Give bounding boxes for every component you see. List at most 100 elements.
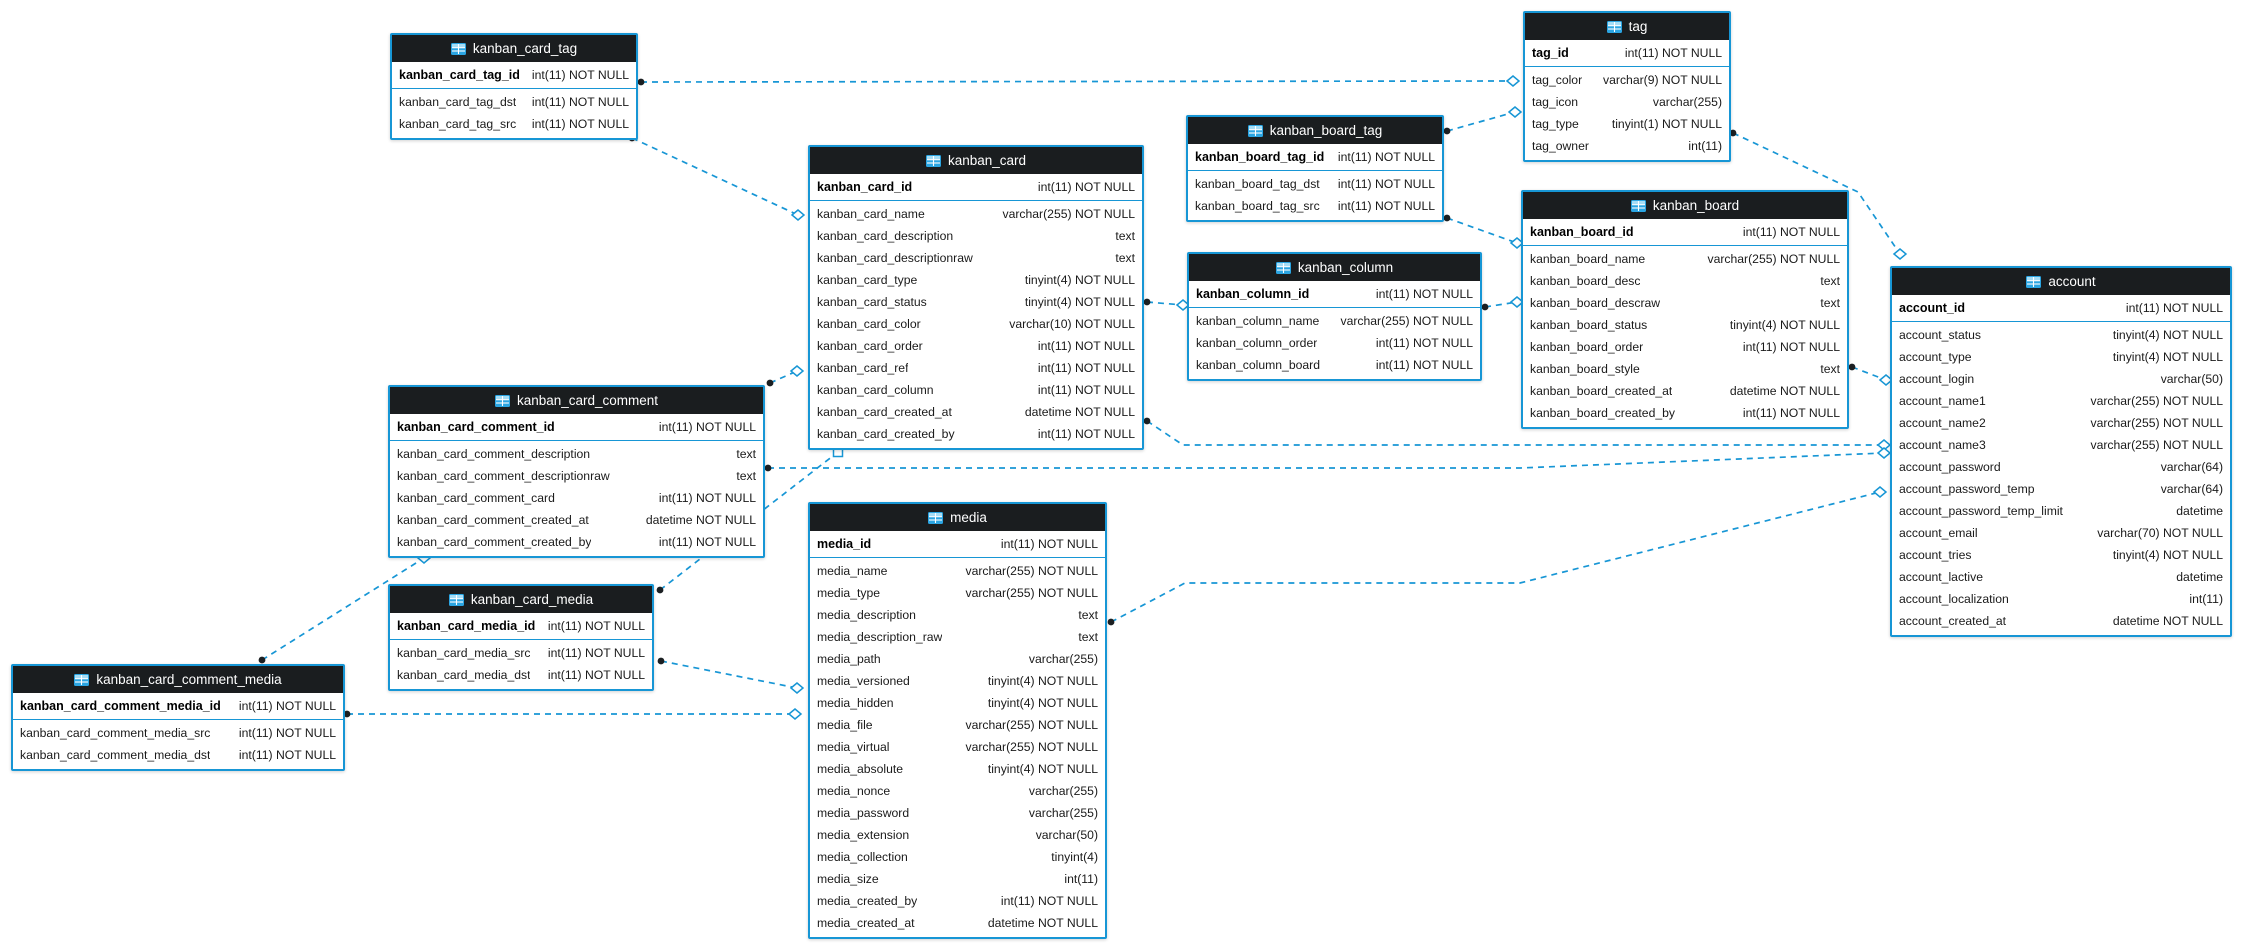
column-row: kanban_card_tag_dst int(11) NOT NULL <box>392 91 636 113</box>
db-table-kanban_card_comment[interactable]: kanban_card_comment kanban_card_comment_… <box>388 385 765 558</box>
relationship-kanban_card_tag-to-tag[interactable] <box>637 75 1521 87</box>
column-row: kanban_card_tag_id int(11) NOT NULL <box>392 62 636 88</box>
table-title: kanban_card_media <box>470 592 594 607</box>
column-type: tinyint(4) NOT NULL <box>2112 328 2223 342</box>
relationship-kanban_card_comment-to-account[interactable] <box>764 447 1892 472</box>
column-type: int(11) <box>1688 139 1722 153</box>
table-rows: kanban_board_tag_dst int(11) NOT NULL ka… <box>1188 171 1442 220</box>
column-type: text <box>1078 630 1098 644</box>
column-name: kanban_board_desc <box>1530 274 1641 288</box>
column-type: datetime <box>2176 504 2223 518</box>
column-row: kanban_card_comment_media_id int(11) NOT… <box>13 693 343 719</box>
relationship-media-to-account[interactable] <box>1107 486 1888 626</box>
table-header[interactable]: kanban_card_media <box>390 586 652 613</box>
column-type: int(11) NOT NULL <box>238 726 336 740</box>
column-name: kanban_board_status <box>1530 318 1648 332</box>
column-type: tinyint(4) NOT NULL <box>2112 350 2223 364</box>
table-header[interactable]: kanban_column <box>1189 254 1480 281</box>
db-table-kanban_card_tag[interactable]: kanban_card_tag kanban_card_tag_id int(1… <box>390 33 638 140</box>
table-header[interactable]: kanban_card <box>810 147 1142 174</box>
column-row: media_description_raw text <box>810 626 1105 648</box>
table-header[interactable]: tag <box>1525 13 1729 40</box>
column-name: kanban_card_column <box>817 383 934 397</box>
table-rows: kanban_card_media_src int(11) NOT NULL k… <box>390 640 652 689</box>
column-name: account_password_temp_limit <box>1899 504 2063 518</box>
column-type: int(11) NOT NULL <box>547 646 645 660</box>
table-rows: kanban_card_comment_media_src int(11) NO… <box>13 720 343 769</box>
column-name: kanban_board_tag_src <box>1195 199 1320 213</box>
table-header[interactable]: kanban_card_comment_media <box>13 666 343 693</box>
column-type: varchar(255) NOT NULL <box>965 586 1098 600</box>
column-name: media_nonce <box>817 784 891 798</box>
column-type: int(11) NOT NULL <box>1037 383 1135 397</box>
column-row: account_tries tinyint(4) NOT NULL <box>1892 544 2230 566</box>
column-row: kanban_card_comment_id int(11) NOT NULL <box>390 414 763 440</box>
table-header[interactable]: kanban_board_tag <box>1188 117 1442 144</box>
table-header[interactable]: account <box>1892 268 2230 295</box>
column-type: int(11) NOT NULL <box>1337 150 1435 164</box>
column-name: media_password <box>817 806 910 820</box>
table-grid-icon <box>1606 20 1622 33</box>
db-table-account[interactable]: account account_id int(11) NOT NULL acco… <box>1890 266 2232 637</box>
db-table-kanban_card[interactable]: kanban_card kanban_card_id int(11) NOT N… <box>808 145 1144 450</box>
table-header[interactable]: kanban_card_comment <box>390 387 763 414</box>
db-table-kanban_board_tag[interactable]: kanban_board_tag kanban_board_tag_id int… <box>1186 115 1444 222</box>
db-table-media[interactable]: media media_id int(11) NOT NULL media_na… <box>808 502 1107 939</box>
connector-end-diamond <box>790 209 806 221</box>
relationship-kanban_card_tag-to-kanban_card[interactable] <box>628 134 806 221</box>
relationship-kanban_board-to-account[interactable] <box>1848 363 1894 386</box>
table-header[interactable]: kanban_card_tag <box>392 35 636 62</box>
column-row: account_email varchar(70) NOT NULL <box>1892 522 2230 544</box>
column-row: kanban_board_style text <box>1523 358 1847 380</box>
db-table-kanban_card_media[interactable]: kanban_card_media kanban_card_media_id i… <box>388 584 654 691</box>
column-type: varchar(255) NOT NULL <box>965 718 1098 732</box>
column-type: int(11) NOT NULL <box>547 619 645 633</box>
table-title: kanban_card_comment <box>516 393 659 408</box>
relationship-kanban_board_tag-to-kanban_board[interactable] <box>1443 214 1525 249</box>
table-grid-icon <box>1630 199 1646 212</box>
column-name: kanban_board_created_by <box>1530 406 1676 420</box>
table-grid-icon <box>448 593 464 606</box>
db-table-kanban_board[interactable]: kanban_board kanban_board_id int(11) NOT… <box>1521 190 1849 429</box>
table-grid-icon <box>450 42 466 55</box>
relationship-kanban_card_comment-to-kanban_card[interactable] <box>766 365 805 387</box>
column-type: tinyint(4) NOT NULL <box>1024 273 1135 287</box>
relationship-kanban_card_media-to-media[interactable] <box>657 657 805 694</box>
column-name: kanban_board_style <box>1530 362 1640 376</box>
column-row: kanban_card_tag_src int(11) NOT NULL <box>392 113 636 135</box>
table-header[interactable]: media <box>810 504 1105 531</box>
column-name: kanban_card_comment_media_id <box>20 699 221 713</box>
column-type: varchar(255) NOT NULL <box>1002 207 1135 221</box>
relationship-kanban_card-to-kanban_column[interactable] <box>1143 298 1191 311</box>
db-table-kanban_card_comment_media[interactable]: kanban_card_comment_media kanban_card_co… <box>11 664 345 771</box>
column-row: account_localization int(11) <box>1892 588 2230 610</box>
table-grid-icon <box>928 511 944 524</box>
db-table-tag[interactable]: tag tag_id int(11) NOT NULL tag_color va… <box>1523 11 1731 162</box>
column-type: varchar(50) <box>2160 372 2223 386</box>
column-type: int(11) NOT NULL <box>658 491 756 505</box>
table-title: kanban_column <box>1297 260 1394 275</box>
column-name: kanban_board_id <box>1530 225 1634 239</box>
table-grid-icon <box>1275 261 1291 274</box>
column-name: media_virtual <box>817 740 890 754</box>
column-type: text <box>1078 608 1098 622</box>
table-header[interactable]: kanban_board <box>1523 192 1847 219</box>
column-type: int(11) NOT NULL <box>1000 537 1098 551</box>
column-type: text <box>736 469 756 483</box>
column-row: kanban_card_comment_created_at datetime … <box>390 509 763 531</box>
relationship-kanban_column-to-kanban_board[interactable] <box>1481 296 1525 311</box>
column-row: account_created_at datetime NOT NULL <box>1892 610 2230 632</box>
column-row: account_name1 varchar(255) NOT NULL <box>1892 390 2230 412</box>
column-type: int(11) NOT NULL <box>238 748 336 762</box>
column-name: account_email <box>1899 526 1978 540</box>
relationship-kanban_card_comment_media-to-media[interactable] <box>343 708 803 720</box>
db-table-kanban_column[interactable]: kanban_column kanban_column_id int(11) N… <box>1187 252 1482 381</box>
column-name: media_id <box>817 537 872 551</box>
column-row: account_password_temp varchar(64) <box>1892 478 2230 500</box>
relationship-kanban_board_tag-to-tag[interactable] <box>1443 106 1523 135</box>
table-pk-rows: kanban_card_comment_media_id int(11) NOT… <box>13 693 343 720</box>
column-row: kanban_card_ref int(11) NOT NULL <box>810 357 1142 379</box>
column-row: media_description text <box>810 604 1105 626</box>
column-type: text <box>1820 274 1840 288</box>
